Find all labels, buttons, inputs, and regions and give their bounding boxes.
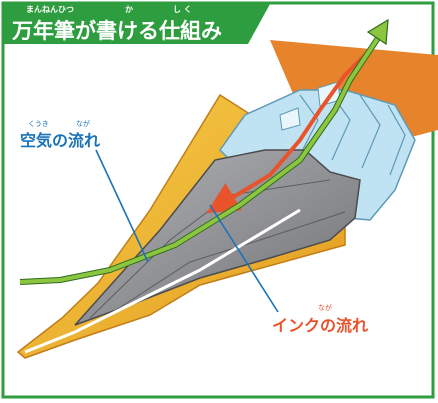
title-ruby-ka: か [125, 5, 133, 14]
title-banner [4, 4, 270, 44]
air-pointer-line [95, 149, 149, 263]
nib-tongue [74, 149, 361, 326]
air-label-ruby-naga: なが [76, 119, 90, 128]
page-title: 万年筆が書ける仕組み [11, 19, 222, 43]
ink-label-ruby-naga: なが [318, 303, 332, 312]
air-label-ruby-kuuki: くうき [28, 120, 49, 128]
ink-flow-arrow [206, 48, 372, 214]
title-ruby-shiku: し く [173, 5, 192, 14]
air-flow-arrow [19, 18, 389, 285]
air-flow-label: 空気の流れ [20, 131, 100, 150]
ink-flow-label: インクの流れ [272, 316, 368, 335]
ink-pointer-line [209, 204, 279, 313]
nib-slit [24, 208, 301, 354]
title-ruby-mannenhitsu: まんねんひつ [26, 5, 74, 14]
